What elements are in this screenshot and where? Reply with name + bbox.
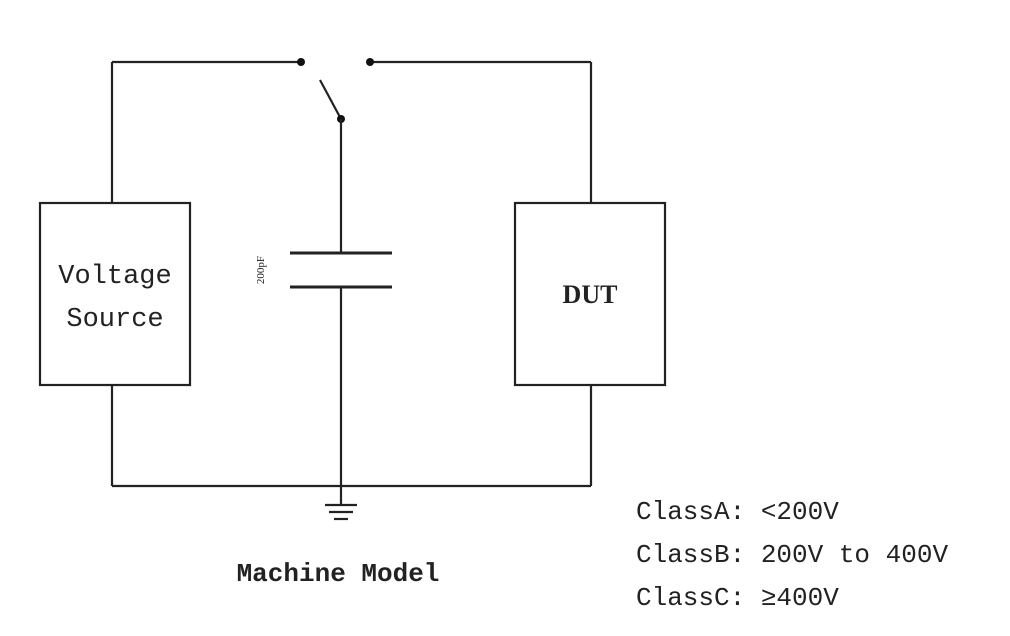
- switch-blade: [319, 79, 342, 120]
- class-a-label: ClassA: <200V: [636, 497, 839, 527]
- voltage-source-box: [38, 201, 192, 387]
- capacitor-value-label: 200pF: [255, 256, 267, 284]
- switch-terminal-left: [297, 58, 305, 66]
- class-c-label: ClassC: ≥400V: [636, 583, 839, 613]
- voltage-source-label-line2: Source: [66, 305, 163, 335]
- voltage-source-label-line1: Voltage: [58, 262, 171, 292]
- switch-terminal-right: [366, 58, 374, 66]
- dut-label: DUT: [563, 280, 618, 309]
- ground-icon: [325, 503, 357, 521]
- diagram-caption: Machine Model: [237, 559, 440, 589]
- dut-box: [513, 201, 667, 387]
- class-b-label: ClassB: 200V to 400V: [636, 540, 948, 570]
